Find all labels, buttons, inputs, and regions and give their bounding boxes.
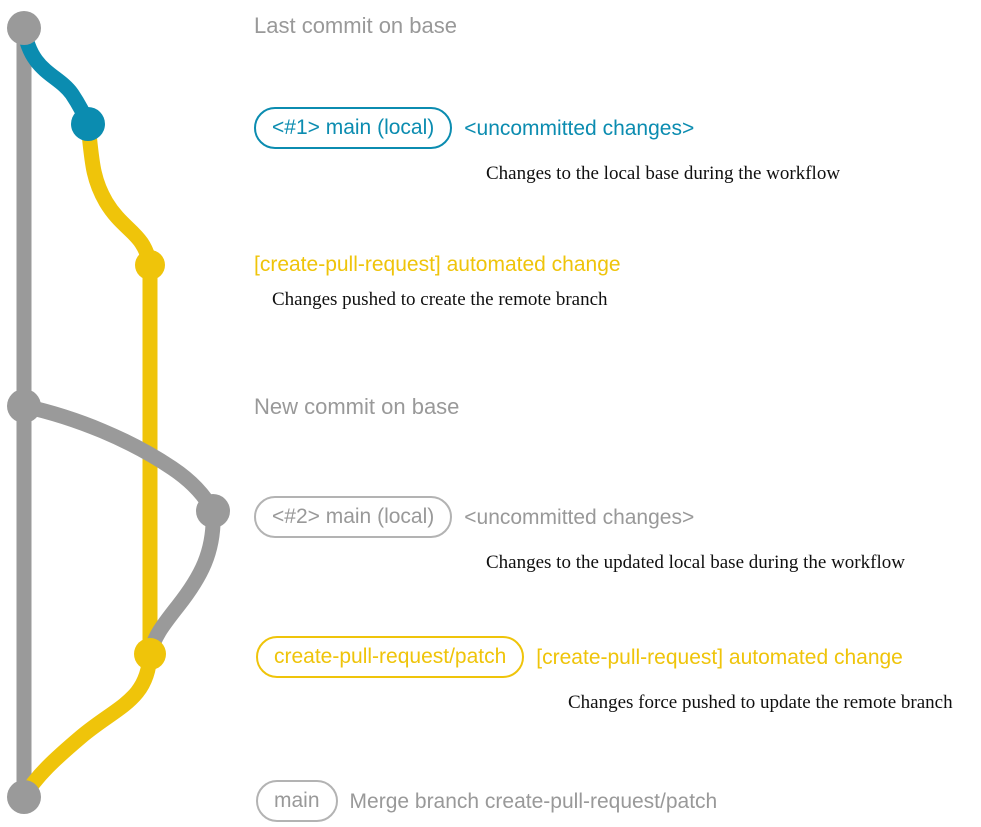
edge-local2-to-patch2 (142, 503, 221, 662)
edge-basenew-to-local2 (16, 398, 221, 519)
commit-node-local-1 (71, 107, 105, 141)
commit-node-patch-1 (135, 250, 165, 280)
ref-pill-main-local-2[interactable]: <#2> main (local) (254, 496, 453, 538)
entry-merge-commit: main Merge branch create-pull-request/pa… (256, 780, 717, 822)
commit-subject: <uncommitted changes> (464, 505, 695, 529)
ref-pill-main-local-1[interactable]: <#1> main (local) (254, 107, 453, 149)
commit-subject: [create-pull-request] automated change (536, 645, 903, 669)
entry-caption-wrap: Changes force pushed to update the remot… (568, 693, 953, 713)
ref-pill-create-pull-request-patch[interactable]: create-pull-request/patch (256, 636, 525, 678)
commit-node-patch-2 (134, 638, 166, 670)
entry-caption-wrap: Changes pushed to create the remote bran… (272, 290, 608, 310)
entry-automated-change-1: [create-pull-request] automated change C… (254, 254, 621, 310)
entry-new-commit-on-base: New commit on base (254, 396, 459, 418)
entry-caption-wrap: Changes to the local base during the wor… (486, 164, 840, 184)
entry-automated-change-2: create-pull-request/patch [create-pull-r… (256, 636, 953, 713)
entry-caption-wrap: Changes to the updated local base during… (486, 553, 905, 573)
commit-caption: Changes force pushed to update the remot… (568, 692, 953, 713)
commit-caption: Changes to the updated local base during… (486, 552, 905, 573)
edge-local1-to-patch1 (80, 116, 158, 273)
commit-subject: [create-pull-request] automated change (254, 253, 621, 276)
commit-caption: Changes to the local base during the wor… (486, 163, 841, 184)
commit-caption: Changes pushed to create the remote bran… (272, 289, 608, 310)
entry-headline: <#1> main (local) <uncommitted changes> (254, 107, 694, 149)
commit-subject: Merge branch create-pull-request/patch (349, 789, 718, 813)
entry-headline: main Merge branch create-pull-request/pa… (256, 780, 717, 822)
entry-label: Last commit on base (254, 13, 457, 38)
edge-base-to-local1 (16, 20, 96, 132)
entry-last-commit-on-base: Last commit on base (254, 15, 457, 37)
entry-local-commit-2: <#2> main (local) <uncommitted changes> … (254, 496, 905, 573)
edge-patch2-to-merge (16, 646, 158, 805)
commit-node-base-new (7, 389, 41, 423)
commit-node-base-top (7, 11, 41, 45)
entry-headline: create-pull-request/patch [create-pull-r… (256, 636, 903, 678)
entry-label: New commit on base (254, 394, 460, 419)
entry-local-commit-1: <#1> main (local) <uncommitted changes> … (254, 107, 840, 184)
commit-subject: <uncommitted changes> (464, 116, 695, 140)
ref-pill-main[interactable]: main (256, 780, 338, 822)
commit-node-local-2 (196, 494, 230, 528)
commit-node-base-merge (7, 780, 41, 814)
entry-headline: <#2> main (local) <uncommitted changes> (254, 496, 694, 538)
